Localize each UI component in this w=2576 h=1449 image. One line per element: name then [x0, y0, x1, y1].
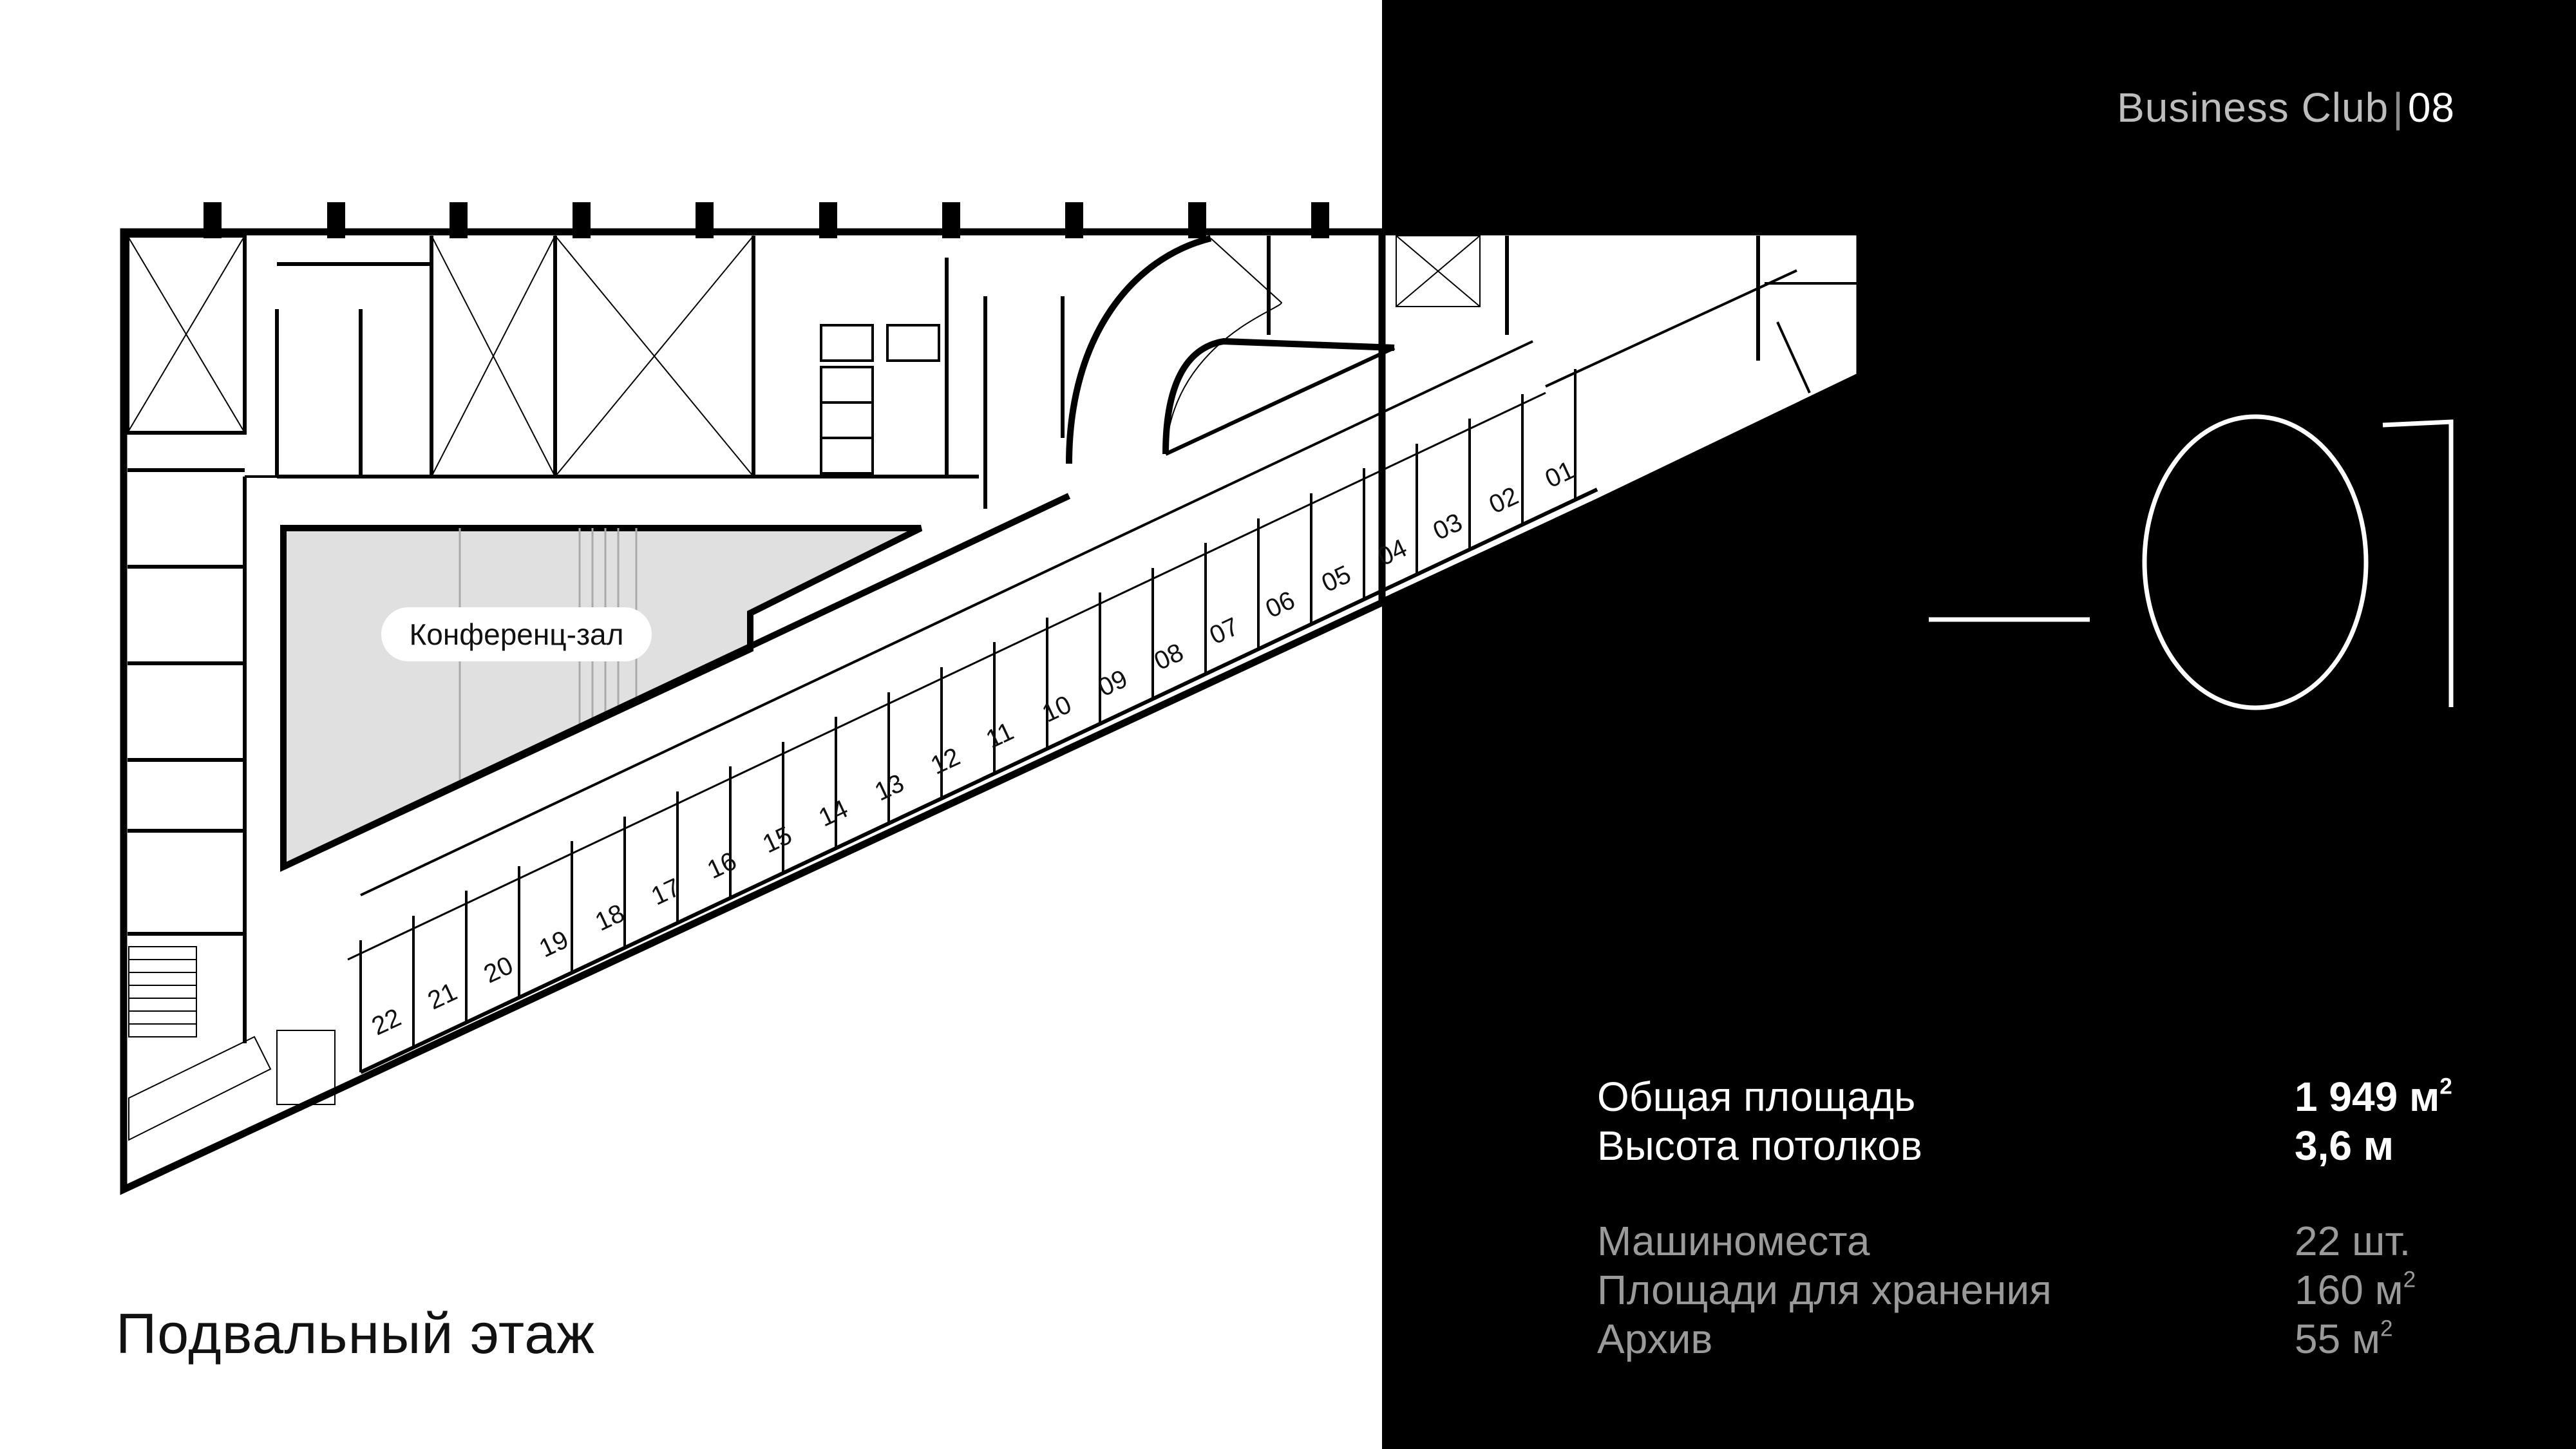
stat-total-area: Общая площадь 1 949 м2 — [1597, 1074, 2452, 1120]
storage-racks — [128, 946, 336, 1141]
brand-name: Business Club — [2117, 84, 2389, 131]
north-rooms — [275, 236, 1860, 509]
spiral-ramp — [1066, 235, 1212, 464]
conference-hall-label: Конференц-зал — [381, 607, 652, 661]
stat-storage: Площади для хранения 160 м2 — [1597, 1267, 2416, 1313]
parking-ramp — [281, 340, 1598, 1074]
brand-header: Business Club|08 — [2117, 84, 2455, 131]
brand-number: 08 — [2407, 84, 2455, 131]
top-columns — [204, 202, 1329, 238]
floor-title: Подвальный этаж — [116, 1302, 596, 1365]
parking-stalls — [359, 369, 1577, 1072]
stats-table: Общая площадь 1 949 м2 Высота потолков 3… — [1597, 1072, 2512, 1363]
building-east-wing — [1378, 228, 1864, 608]
stat-archive: Архив 55 м2 — [1597, 1316, 2393, 1362]
conference-hall — [280, 525, 923, 872]
brand-separator: | — [2392, 84, 2404, 131]
floor-number-graphic — [1929, 414, 2454, 710]
stat-parking: Машиноместа 22 шт. — [1597, 1218, 2411, 1264]
elevator-shafts — [820, 324, 940, 475]
stat-ceiling-height: Высота потолков 3,6 м — [1597, 1122, 2394, 1169]
